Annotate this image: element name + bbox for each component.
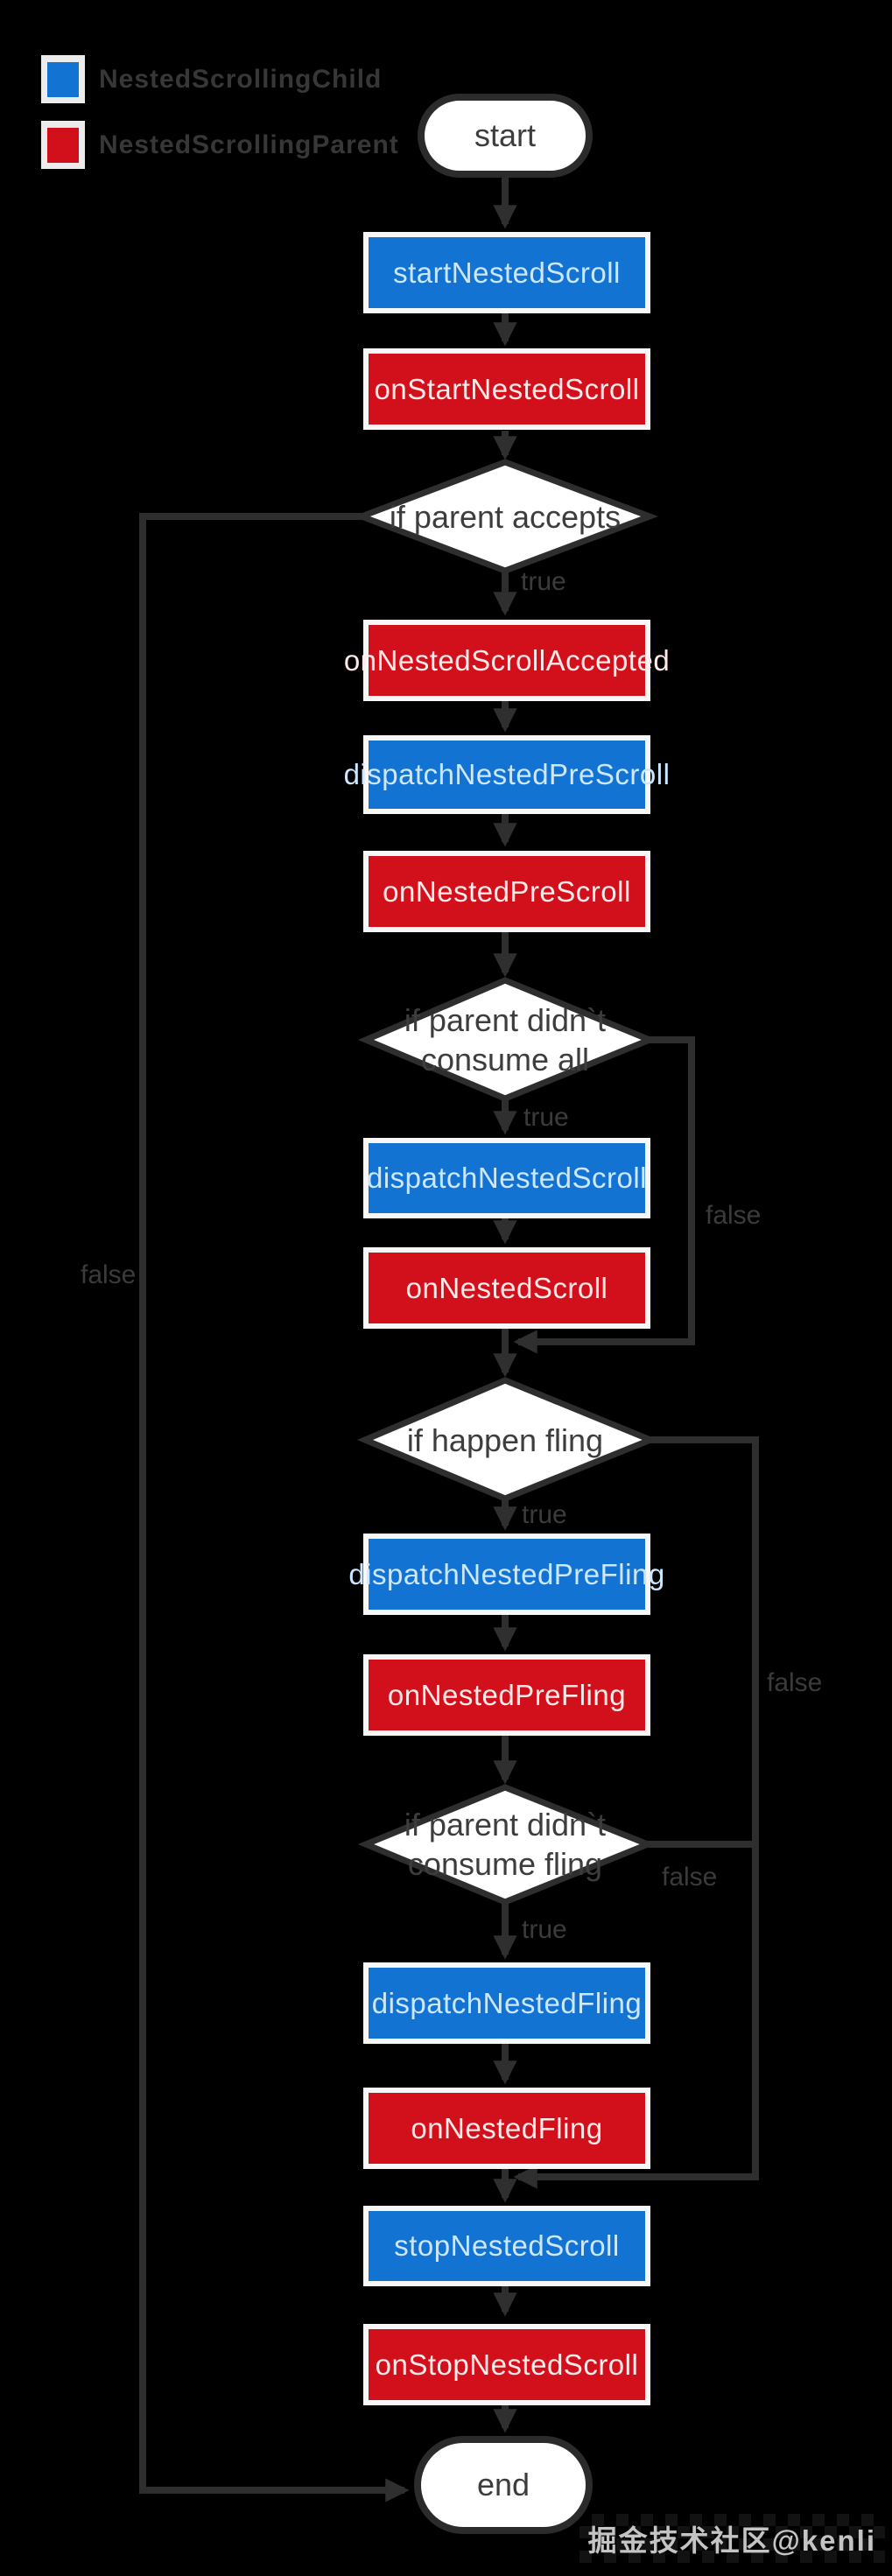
decision-parent-didnt-consume-fling-shape (357, 1784, 657, 1906)
decision-happen-fling-label: if happen fling (406, 1421, 604, 1458)
legend-label-child: NestedScrollingChild (99, 64, 383, 94)
node-onStartNestedScroll: onStartNestedScroll (363, 348, 650, 430)
node-start: start (418, 94, 593, 178)
decision-parent-didnt-consume-fling-label: if parent didn`t consume fling (404, 1807, 607, 1882)
edge-false-parent-accepts-to-end (139, 513, 410, 2502)
decision-parent-didnt-consume-all-shape (358, 977, 658, 1102)
node-onNestedPreFling: onNestedPreFling (363, 1654, 650, 1736)
edge-label-true-didnt-consume-fling: true (522, 1915, 567, 1944)
edge-label-true-parent-accepts: true (521, 567, 566, 596)
watermark: 掘金技术社区@kenli (579, 2514, 885, 2563)
edge-false-happen-fling-merge (513, 1436, 759, 2189)
edge-label-false-didnt-consume-all: false (706, 1201, 762, 1230)
legend-item-child: NestedScrollingChild (41, 55, 382, 103)
node-onStopNestedScroll: onStopNestedScroll (363, 2324, 650, 2405)
node-end: end (414, 2436, 593, 2534)
node-onNestedPreScroll: onNestedPreScroll (363, 851, 650, 932)
decision-parent-accepts-shape (353, 459, 658, 574)
legend-item-parent: NestedScrollingParent (41, 121, 399, 169)
node-dispatchNestedPreScroll: dispatchNestedPreScroll (344, 735, 670, 814)
edge-false-didnt-consume-all-merge (513, 1036, 695, 1354)
decision-happen-fling-shape (356, 1377, 659, 1502)
legend-swatch-parent (41, 121, 85, 169)
node-dispatchNestedPreFling: dispatchNestedPreFling (348, 1534, 664, 1615)
node-dispatchNestedFling: dispatchNestedFling (363, 1962, 650, 2044)
node-stopNestedScroll: stopNestedScroll (363, 2206, 650, 2286)
edge-label-true-didnt-consume-all: true (523, 1103, 569, 1132)
node-dispatchNestedScroll: dispatchNestedScroll (363, 1138, 650, 1218)
node-onNestedFling: onNestedFling (363, 2088, 650, 2169)
node-onNestedScrollAccepted: onNestedScrollAccepted (344, 620, 670, 701)
child-color-square (47, 61, 79, 97)
legend-swatch-child (41, 55, 85, 103)
node-startNestedScroll: startNestedScroll (363, 232, 650, 313)
edge-label-false-parent-accepts: false (81, 1260, 137, 1289)
edge-label-false-didnt-consume-fling: false (662, 1863, 718, 1892)
edge-label-false-happen-fling: false (767, 1668, 823, 1697)
node-onNestedScroll: onNestedScroll (363, 1247, 650, 1329)
legend-label-parent: NestedScrollingParent (99, 130, 399, 159)
edge-label-true-happen-fling: true (522, 1500, 567, 1529)
parent-color-square (47, 127, 79, 163)
decision-parent-accepts-label: if parent accepts (389, 498, 622, 535)
decision-parent-didnt-consume-all-label: if parent didn`t consume all (404, 1002, 607, 1077)
